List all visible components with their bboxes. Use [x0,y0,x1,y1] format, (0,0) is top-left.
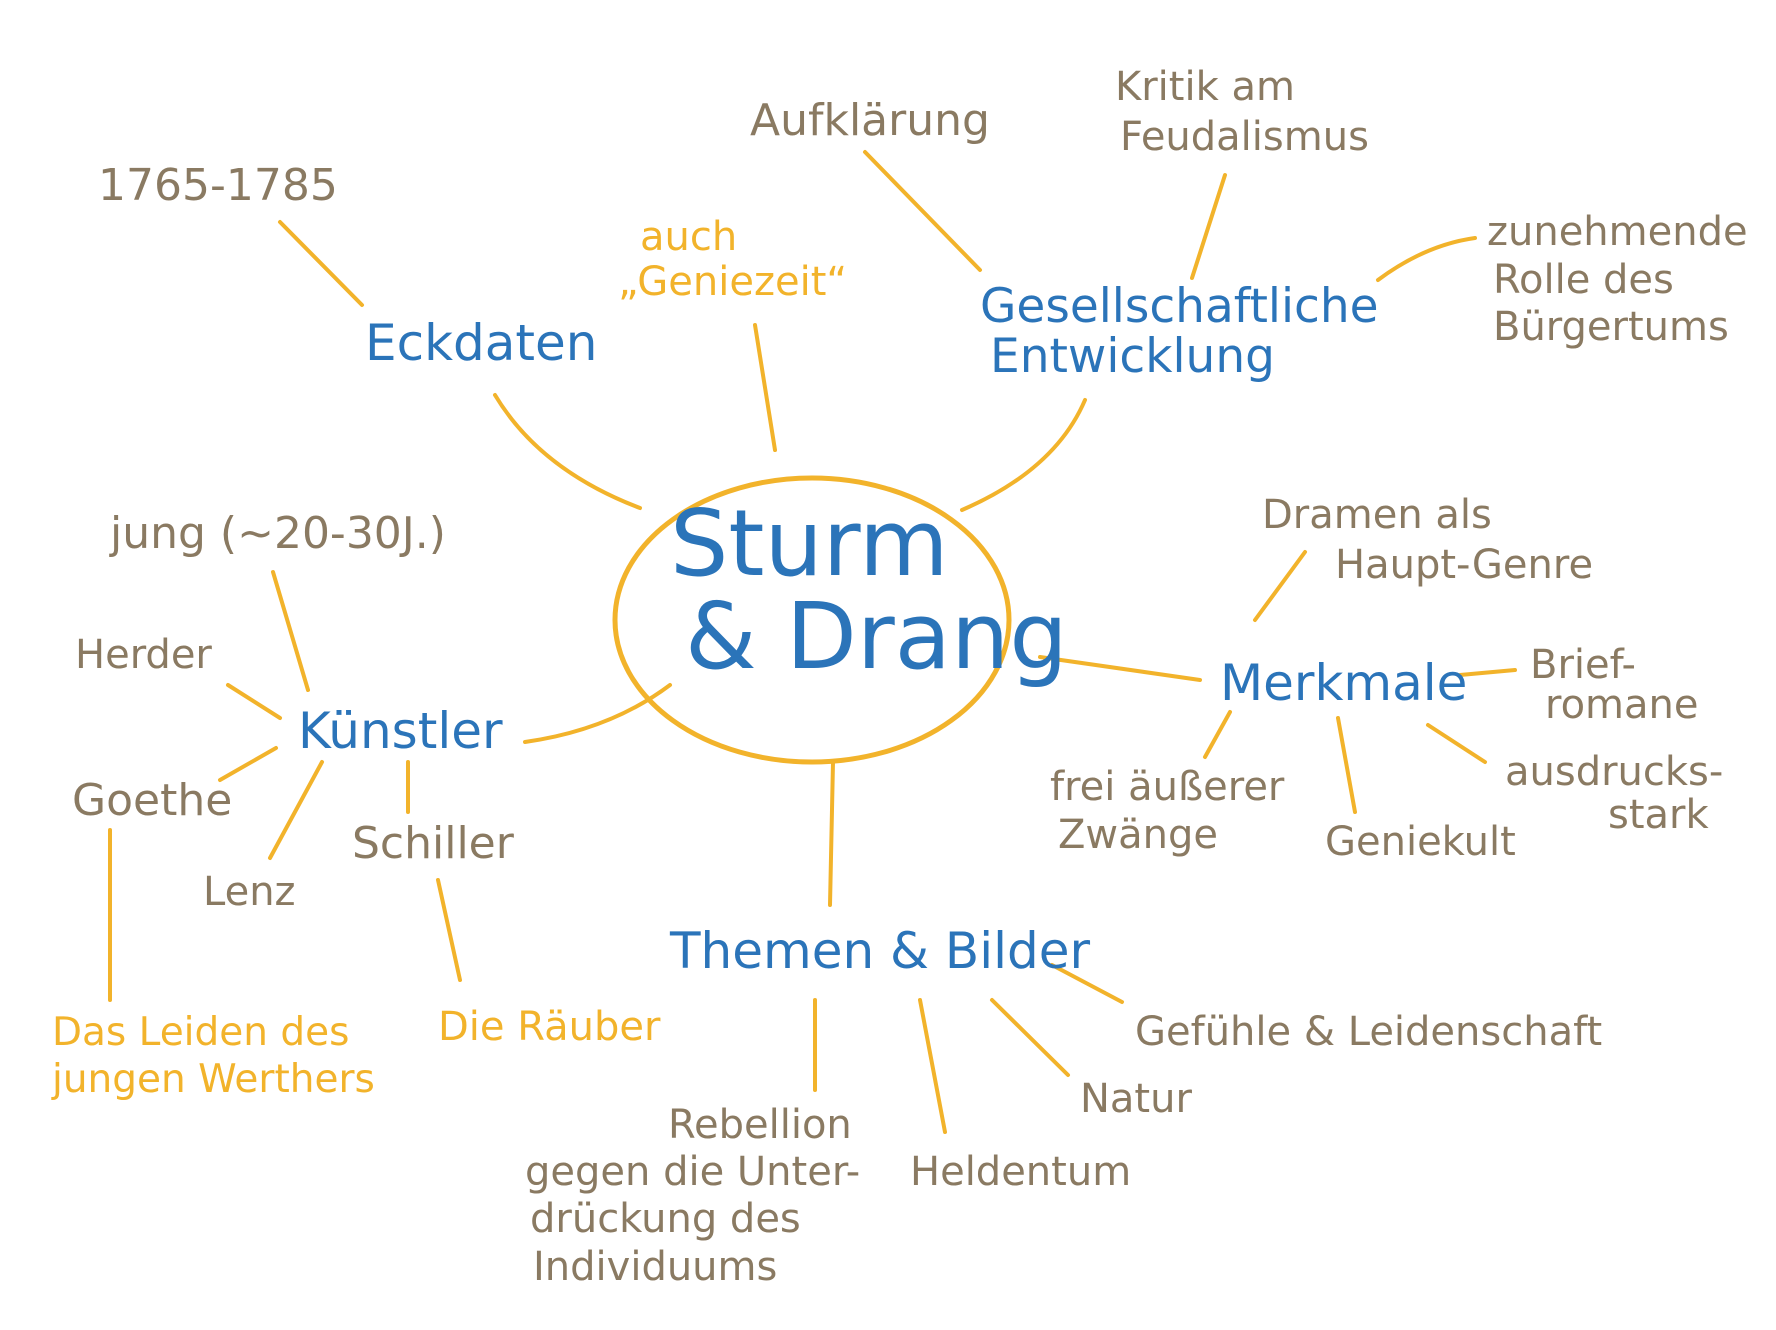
link-merkmale-geniekult [1336,716,1357,814]
themen-rebellion-line1: Rebellion [668,1102,852,1148]
main-branch-labels: Eckdaten Gesellschaftliche Entwicklung K… [298,279,1467,980]
link-merkmale-dramen [1253,550,1307,622]
link-themen-heldentum [918,998,947,1134]
kuenstler-herder: Herder [75,632,212,678]
link-gesellschaft-kritik [1190,173,1227,280]
link-kuenstler-herder [226,683,282,720]
center-title-line2: & Drang [685,583,1068,690]
themen-gefuehle: Gefühle & Leidenschaft [1135,1009,1602,1055]
link-eckdaten-date [278,220,364,307]
detail-labels: 1765-1785 Aufklärung Kritik am Feudalism… [72,64,1748,1290]
gesellschaft-buerger-line2: Rolle des [1493,257,1674,303]
link-kuenstler-age [271,570,310,692]
branch-label-gesellschaft-line1: Gesellschaftliche [980,279,1379,334]
kuenstler-lenz: Lenz [203,869,296,915]
branch-label-eckdaten: Eckdaten [365,314,597,372]
themen-rebellion-line3: drückung des [530,1196,801,1242]
link-kuenstler-lenz [268,760,324,860]
merkmale-geniekult: Geniekult [1325,819,1516,865]
kuenstler-schiller: Schiller [352,818,515,869]
center-title: Sturm & Drang [670,490,1068,690]
eckdaten-date-range: 1765-1785 [98,160,338,211]
kuenstler-raeuber: Die Räuber [438,1004,661,1050]
link-center-themen [828,760,835,907]
link-themen-gefuehle [1050,963,1124,1004]
center-title-line1: Sturm [670,490,949,597]
link-schiller-raeuber [436,878,462,982]
gesellschaft-kritik-line1: Kritik am [1115,64,1295,110]
accent-labels: auch „Geniezeit“ Das Leiden des jungen W… [51,214,847,1102]
link-merkmale-ausdruck [1426,723,1487,764]
link-merkmale-frei [1203,710,1232,759]
gesellschaft-buerger-line3: Bürgertums [1493,304,1729,350]
branch-label-kuenstler: Künstler [298,702,503,760]
merkmale-dramen-line2: Haupt-Genre [1335,542,1593,588]
link-center-merkmale [1038,655,1202,682]
merkmale-frei-line1: frei äußerer [1050,764,1285,810]
link-gesellschaft-buerger [1376,236,1477,282]
center-ellipse [612,475,1012,765]
eckdaten-alias-line1: auch [640,214,737,260]
link-center-gesellschaft [960,398,1087,512]
link-center-alias [753,323,777,452]
branch-label-gesellschaft-line2: Entwicklung [990,329,1275,384]
themen-rebellion-line2: gegen die Unter- [525,1149,860,1195]
kuenstler-werther-line2: jungen Werthers [51,1057,375,1102]
link-center-eckdaten [493,393,642,510]
merkmale-frei-line2: Zwänge [1058,812,1218,858]
merkmale-brief-line2: romane [1545,682,1698,728]
themen-rebellion-line4: Individuums [533,1244,777,1290]
link-gesellschaft-aufklaerung [863,150,982,272]
link-kuenstler-goethe [218,746,278,782]
link-merkmale-brief [1458,668,1517,677]
link-center-kuenstler [523,683,672,744]
gesellschaft-aufklaerung: Aufklärung [750,95,990,146]
connector-lines [108,150,1517,1134]
themen-natur: Natur [1080,1076,1192,1122]
kuenstler-age: jung (~20-30J.) [109,508,446,559]
eckdaten-alias-line2: „Geniezeit“ [618,259,847,305]
kuenstler-werther-line1: Das Leiden des [52,1010,349,1055]
kuenstler-goethe: Goethe [72,775,232,826]
themen-heldentum: Heldentum [910,1149,1131,1195]
branch-label-merkmale: Merkmale [1220,654,1467,712]
gesellschaft-buerger-line1: zunehmende [1487,209,1748,255]
branch-label-themen: Themen & Bilder [669,922,1091,980]
gesellschaft-kritik-line2: Feudalismus [1120,114,1369,160]
merkmale-ausdruck-line2: stark [1608,792,1709,838]
merkmale-brief-line1: Brief- [1530,642,1636,688]
link-themen-natur [990,998,1070,1077]
merkmale-dramen-line1: Dramen als [1262,492,1492,538]
merkmale-ausdruck-line1: ausdrucks- [1505,749,1723,795]
